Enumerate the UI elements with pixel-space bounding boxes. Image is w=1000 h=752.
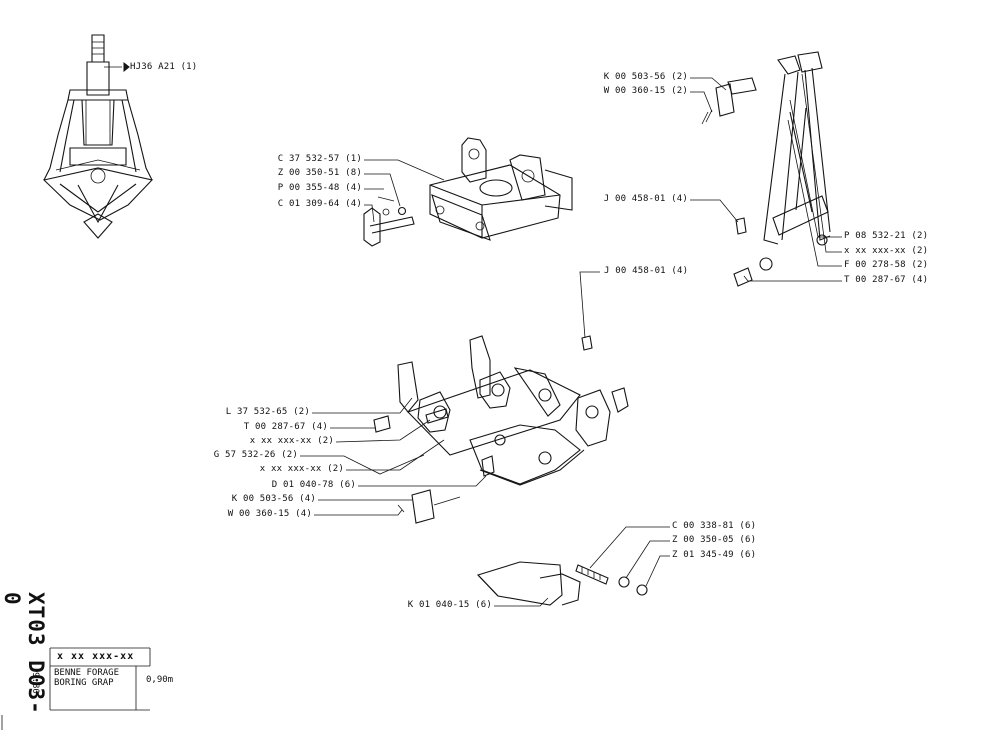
bucket-assembly-illustration	[373, 335, 629, 524]
frame-assembly-illustration	[363, 137, 573, 247]
part-ref-bucket-top: J 00 458-01 (4)	[604, 266, 689, 276]
part-ref-bucket: D 01 040-78 (6)	[271, 480, 356, 490]
title-block-frame	[1, 647, 151, 730]
part-ref-arm: K 00 503-56 (2)	[603, 72, 688, 82]
part-ref-arm: F 00 278-58 (2)	[844, 260, 929, 270]
part-ref-tooth: K 01 040-15 (6)	[407, 600, 492, 610]
part-ref-bucket: K 00 503-56 (4)	[231, 494, 316, 504]
bucket-size: 0,90m	[146, 675, 174, 685]
part-ref-bucket: G 57 532-26 (2)	[213, 450, 298, 460]
part-ref-frame: P 00 355-48 (4)	[277, 183, 362, 193]
grab-overview-illustration	[42, 34, 154, 239]
part-ref-arm: T 00 287-67 (4)	[844, 275, 929, 285]
part-ref-arm: x xx xxx-xx (2)	[844, 246, 929, 256]
part-ref-frame: Z 00 350-51 (8)	[277, 168, 362, 178]
tooth-assembly-illustration	[476, 561, 648, 606]
part-ref-tooth: C 00 338-81 (6)	[672, 521, 757, 531]
drawing-date-text: 9.80	[29, 672, 40, 694]
title-english: BORING GRAP	[54, 678, 114, 688]
part-ref-bucket: L 37 532-65 (2)	[225, 407, 310, 417]
arm-assembly-illustration	[701, 51, 831, 287]
overview-label: HJ36 A21 (1)	[130, 62, 198, 72]
part-ref-bucket: x xx xxx-xx (2)	[249, 436, 334, 446]
part-ref-tooth: Z 01 345-49 (6)	[672, 550, 757, 560]
leader-lines	[300, 73, 842, 607]
part-ref-frame: C 37 532-57 (1)	[277, 154, 362, 164]
part-ref-bucket: T 00 287-67 (4)	[243, 422, 328, 432]
part-ref-arm: P 08 532-21 (2)	[844, 231, 929, 241]
part-ref-frame: C 01 309-64 (4)	[277, 199, 362, 209]
part-ref-tooth: Z 00 350-05 (6)	[672, 535, 757, 545]
part-ref-arm: J 00 458-01 (4)	[603, 194, 688, 204]
part-number: x xx xxx-xx	[57, 651, 135, 662]
part-ref-bucket: W 00 360-15 (4)	[227, 509, 312, 519]
part-ref-bucket: x xx xxx-xx (2)	[259, 464, 344, 474]
drawing-date: 9.80	[30, 666, 50, 706]
part-ref-arm: W 00 360-15 (2)	[603, 86, 688, 96]
title-french: BENNE FORAGE	[54, 668, 120, 678]
